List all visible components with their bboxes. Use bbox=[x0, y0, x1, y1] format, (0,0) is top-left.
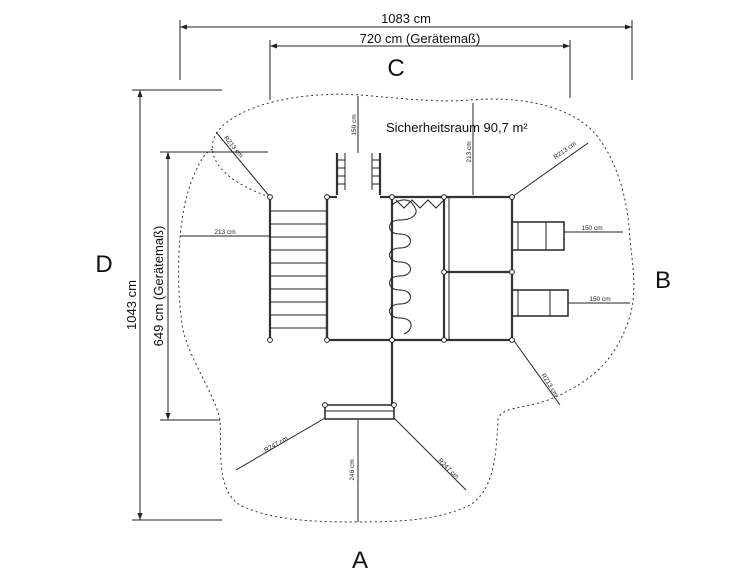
radius-bottom-right-dimension: R247 cm bbox=[393, 417, 467, 491]
top-150-label: 150 cm bbox=[351, 114, 358, 135]
safety-area-label: Sicherheitsraum 90,7 m² bbox=[386, 120, 528, 135]
slide-upper bbox=[511, 221, 565, 251]
device-depth-label: 649 cm (Gerätemaß) bbox=[151, 226, 166, 347]
post bbox=[441, 269, 447, 275]
radius-right-lower-dimension: R213 cm bbox=[511, 337, 561, 406]
post bbox=[509, 269, 515, 275]
post bbox=[267, 337, 273, 343]
total-depth-dimension: 1043 cm bbox=[124, 89, 222, 521]
left-213-label: 213 cm bbox=[214, 229, 235, 236]
radius-top-right-label: R213 cm bbox=[552, 140, 577, 161]
climbing-ladder bbox=[268, 197, 329, 340]
bottom-bench bbox=[324, 340, 395, 420]
posts bbox=[267, 194, 515, 408]
radius-bottom-left-label: R247 cm bbox=[263, 435, 289, 454]
post bbox=[391, 402, 397, 408]
side-label-c: C bbox=[387, 55, 404, 82]
bottom-246-dimension: 246 cm bbox=[349, 420, 359, 522]
radius-top-right-dimension: R213 cm bbox=[511, 140, 589, 198]
side-label-d: D bbox=[95, 251, 112, 278]
total-width-label: 1083 cm bbox=[381, 11, 431, 26]
main-frame bbox=[325, 195, 514, 342]
post bbox=[509, 194, 515, 200]
top-213-dimension: 213 cm bbox=[466, 103, 474, 195]
radius-top-left-dimension: R213 cm bbox=[215, 131, 271, 198]
right-150-lower-dimension: 150 cm bbox=[568, 296, 630, 304]
post bbox=[441, 337, 447, 343]
total-depth-label: 1043 cm bbox=[124, 280, 139, 330]
slide-lower bbox=[511, 289, 569, 317]
right-150-lower-label: 150 cm bbox=[589, 296, 610, 303]
right-150-upper-dimension: 150 cm bbox=[564, 225, 623, 233]
side-label-a: A bbox=[352, 547, 368, 574]
right-150-upper-label: 150 cm bbox=[581, 225, 602, 232]
top-climbing-wall bbox=[335, 153, 382, 195]
post bbox=[509, 337, 515, 343]
radius-top-left-label: R213 cm bbox=[222, 135, 244, 159]
radius-bottom-left-dimension: R247 cm bbox=[235, 417, 326, 471]
device-width-dimension: 720 cm (Gerätemaß) bbox=[269, 31, 571, 100]
safety-zone-outline bbox=[178, 93, 635, 523]
device-depth-dimension: 649 cm (Gerätemaß) bbox=[151, 151, 268, 421]
post bbox=[324, 194, 330, 200]
post bbox=[441, 194, 447, 200]
radius-right-lower-label: R213 cm bbox=[539, 372, 559, 398]
left-213-dimension: 213 cm bbox=[180, 229, 270, 237]
post bbox=[324, 337, 330, 343]
side-label-b: B bbox=[655, 267, 671, 294]
bottom-246-label: 246 cm bbox=[349, 459, 356, 480]
top-150-dimension: 150 cm bbox=[351, 96, 359, 153]
post bbox=[389, 194, 395, 200]
post bbox=[322, 402, 328, 408]
radius-bottom-right-label: R247 cm bbox=[436, 457, 459, 480]
post bbox=[389, 337, 395, 343]
device-width-label: 720 cm (Gerätemaß) bbox=[360, 31, 481, 46]
chain-climber bbox=[389, 199, 445, 335]
top-213-label: 213 cm bbox=[466, 141, 473, 162]
total-width-dimension: 1083 cm bbox=[179, 11, 633, 80]
post bbox=[267, 194, 273, 200]
